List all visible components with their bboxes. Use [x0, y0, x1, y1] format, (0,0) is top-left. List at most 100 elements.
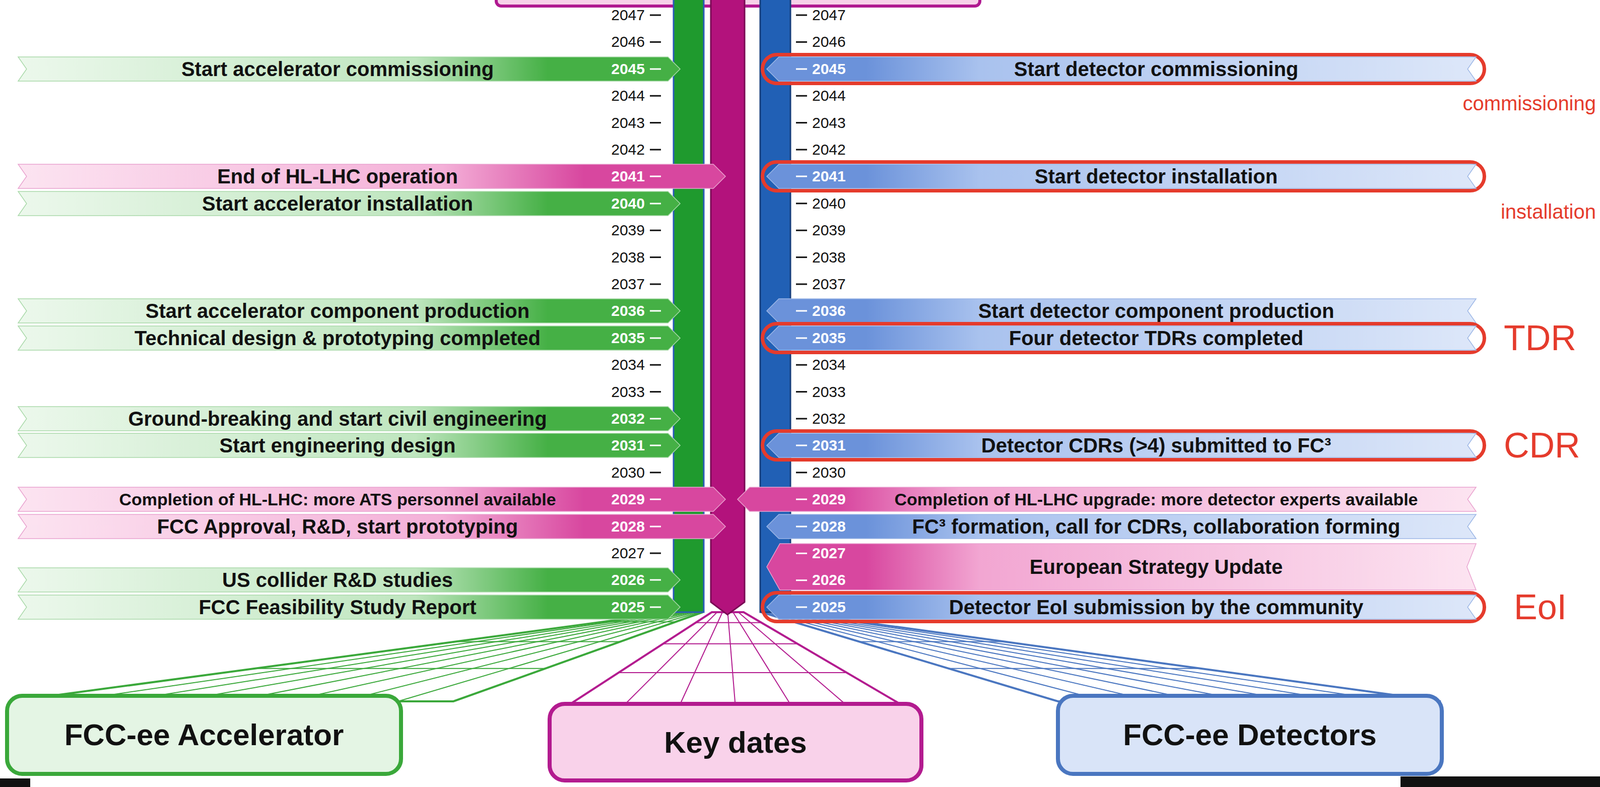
section-box: FCC-ee Accelerator	[5, 693, 404, 776]
tick-mark	[649, 256, 661, 258]
tick-mark	[649, 606, 661, 608]
fan-line	[775, 612, 1250, 702]
section-title: FCC-ee Detectors	[1122, 717, 1377, 753]
tick-mark	[795, 149, 808, 151]
accelerator-band: Start accelerator component production 20…	[18, 298, 681, 323]
tick-mark	[649, 552, 661, 555]
band-arrow	[18, 164, 726, 189]
band-label: FCC Approval, R&D, start prototyping	[157, 514, 518, 539]
tick-mark	[649, 41, 661, 43]
tick-mark	[795, 525, 808, 527]
band-arrow	[18, 406, 681, 431]
tick-mark	[649, 444, 661, 447]
section-box: FCC-ee Detectors	[1055, 693, 1444, 776]
year-label: 2036	[812, 301, 846, 320]
year-tick-label: 2042	[812, 140, 846, 159]
tick-mark	[649, 14, 661, 17]
band-arrow	[766, 543, 1477, 590]
tick-mark	[795, 498, 808, 501]
year-label: 2031	[611, 436, 645, 455]
year-label: 2028	[812, 517, 846, 536]
band-label: Detector CDRs (>4) submitted to FC³	[981, 433, 1332, 458]
band-arrow	[18, 594, 681, 620]
year-tick-label: 2042	[611, 140, 645, 159]
band-label: FC³ formation, call for CDRs, collaborat…	[912, 514, 1401, 539]
band-label: Start accelerator installation	[202, 191, 474, 216]
band-arrow	[766, 433, 1477, 458]
band-arrow	[18, 433, 681, 458]
tick-mark	[795, 68, 808, 70]
band-arrow	[18, 567, 681, 592]
band-label: European Strategy Update	[1029, 554, 1283, 579]
band-arrow	[18, 191, 681, 216]
band-label: Start engineering design	[219, 433, 456, 458]
section-title: Key dates	[663, 724, 807, 760]
corner-block	[1400, 776, 1600, 787]
fan-line	[455, 640, 621, 642]
fan-line	[778, 612, 1298, 702]
year-tick-label: 2030	[812, 463, 846, 482]
year-tick-label: 2034	[611, 355, 645, 374]
detector-band: Start detector commissioning2045	[766, 56, 1477, 82]
year-tick-label: 2032	[812, 409, 846, 428]
band-arrow	[766, 325, 1477, 351]
year-tick-label: 2047	[812, 6, 846, 25]
year-label: 2026	[812, 570, 846, 589]
year-label: 2041	[812, 167, 846, 186]
detector-band: Start detector component production2036	[766, 298, 1477, 323]
highlight-band: FCC Approval, R&D, start prototyping 2028	[18, 514, 726, 539]
tick-mark	[795, 552, 808, 554]
year-label: 2028	[611, 517, 645, 536]
band-arrow	[18, 298, 681, 323]
year-tick-label: 2033	[812, 382, 846, 402]
tick-mark	[649, 418, 661, 420]
stage-label: EoI	[1513, 585, 1567, 629]
accelerator-band: Ground-breaking and start civil engineer…	[18, 406, 681, 431]
year-tick-label: 2038	[812, 248, 846, 267]
band-label: Ground-breaking and start civil engineer…	[127, 406, 547, 431]
stage-label: installation	[1500, 199, 1596, 224]
fan-line	[727, 612, 737, 708]
year-tick-label: 2034	[812, 355, 846, 374]
fan-line	[948, 668, 1201, 670]
fan-line	[602, 621, 676, 623]
fan-line	[771, 612, 1202, 702]
tick-mark	[649, 364, 661, 366]
tick-mark	[795, 229, 808, 232]
year-label: 2036	[611, 301, 645, 320]
tick-mark	[795, 390, 808, 393]
band-label: Start accelerator component production	[145, 298, 530, 323]
tick-mark	[795, 606, 808, 608]
band-label: Completion of HL-LHC upgrade: more detec…	[894, 489, 1418, 510]
highlight-outline: Four detector TDRs completed2035TDR	[760, 321, 1487, 355]
tick-mark	[649, 525, 661, 527]
accelerator-band: FCC Feasibility Study Report2025	[18, 594, 681, 620]
band-arrow	[18, 487, 726, 512]
tick-mark	[649, 310, 661, 312]
band-label: Start accelerator commissioning	[181, 56, 494, 82]
year-tick-label: 2043	[812, 113, 846, 132]
fan-line	[255, 668, 546, 670]
year-tick-label: 2044	[611, 86, 645, 105]
band-label: Four detector TDRs completed	[1009, 325, 1304, 351]
tick-mark	[649, 283, 661, 286]
tick-marks	[649, 15, 808, 554]
tick-mark	[795, 121, 808, 124]
fan-outline	[761, 612, 1441, 702]
fan-line	[621, 612, 717, 708]
accelerator-band: US collider R&D studies2026	[18, 567, 681, 592]
accelerator-band: Start accelerator commissioning2045	[18, 56, 681, 82]
year-label: 2045	[812, 59, 846, 79]
tick-mark	[795, 95, 808, 97]
tick-mark	[795, 337, 808, 339]
band-label: FCC Feasibility Study Report	[198, 594, 477, 620]
tick-mark	[795, 283, 808, 286]
section-box: Key dates	[547, 701, 924, 783]
year-tick-label: 2039	[812, 221, 846, 240]
stage-label: commissioning	[1462, 91, 1596, 116]
tick-mark	[795, 364, 808, 366]
tick-mark	[649, 68, 661, 70]
band-arrow	[766, 594, 1477, 620]
tick-mark	[649, 175, 661, 178]
tick-mark	[795, 202, 808, 205]
